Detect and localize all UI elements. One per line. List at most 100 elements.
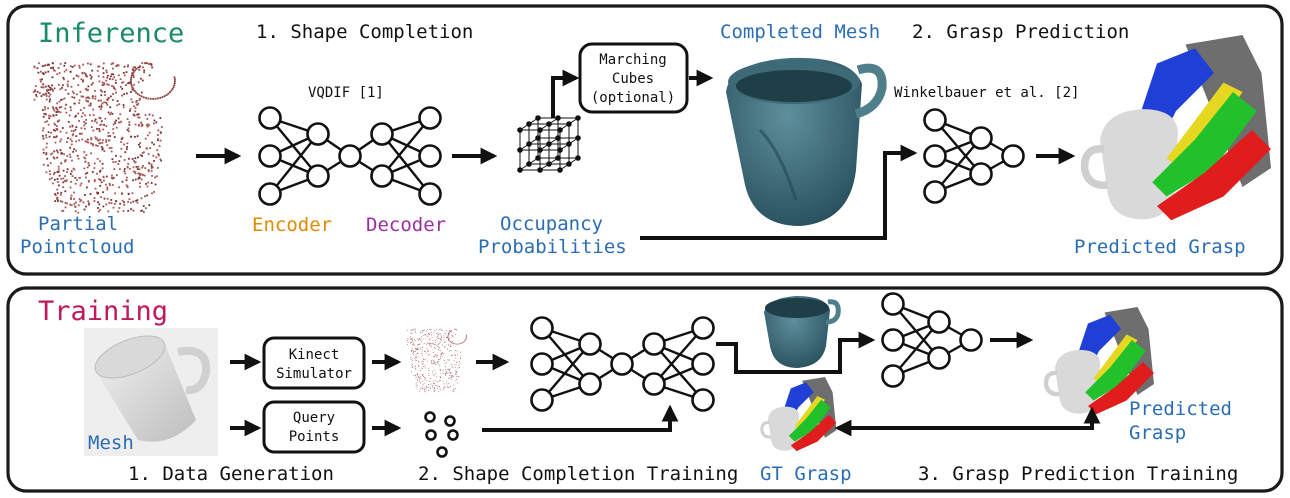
point: [75, 74, 78, 77]
point: [422, 374, 424, 375]
training-predicted-line2: Grasp: [1129, 422, 1186, 444]
point: [90, 142, 92, 145]
point: [413, 344, 415, 346]
point: [138, 168, 141, 171]
point: [126, 142, 129, 145]
point: [449, 331, 451, 333]
occupancy-label-line1: Occupancy: [500, 213, 603, 235]
point: [140, 121, 143, 124]
point: [131, 192, 134, 195]
point: [132, 166, 135, 169]
point: [417, 337, 419, 339]
point: [100, 120, 103, 123]
point: [57, 165, 60, 168]
point: [60, 106, 63, 108]
decoder-label: Decoder: [366, 214, 446, 236]
point: [104, 94, 106, 96]
point: [87, 85, 90, 88]
point: [112, 128, 115, 130]
point: [441, 355, 443, 357]
point: [432, 381, 434, 383]
point: [78, 139, 80, 142]
point: [139, 154, 142, 156]
point: [167, 92, 170, 95]
point: [67, 137, 69, 140]
point: [429, 378, 431, 379]
point: [430, 360, 432, 361]
point: [440, 356, 441, 358]
point: [125, 84, 127, 86]
grid-point: [546, 121, 552, 127]
point: [54, 136, 57, 139]
point: [117, 74, 120, 77]
point: [449, 350, 450, 352]
point: [79, 109, 82, 111]
point: [78, 119, 80, 122]
point: [141, 62, 144, 64]
point: [420, 374, 422, 376]
point: [426, 348, 428, 350]
point: [106, 76, 109, 79]
point: [422, 388, 423, 389]
point: [452, 375, 454, 377]
point: [109, 184, 111, 187]
point: [420, 389, 421, 391]
point: [426, 386, 428, 388]
point: [66, 155, 69, 157]
point: [154, 176, 156, 179]
point: [415, 347, 416, 349]
point: [45, 153, 48, 156]
point: [147, 170, 150, 173]
point: [84, 74, 87, 77]
point: [95, 137, 98, 140]
point: [138, 172, 140, 175]
point: [434, 347, 436, 348]
point: [52, 66, 55, 69]
point: [157, 97, 159, 100]
point: [63, 70, 66, 73]
point: [117, 210, 119, 213]
point: [450, 341, 452, 343]
point: [138, 66, 141, 69]
point: [123, 74, 126, 77]
point: [434, 374, 436, 376]
point: [33, 65, 36, 68]
point: [139, 185, 141, 188]
point: [454, 328, 456, 330]
point: [437, 381, 439, 383]
point: [44, 64, 47, 67]
point: [159, 139, 162, 142]
point: [83, 151, 86, 153]
point: [415, 383, 417, 385]
point: [42, 127, 45, 130]
point: [44, 112, 47, 115]
point: [422, 385, 424, 387]
point: [138, 69, 141, 71]
point: [122, 81, 125, 84]
network-node: [881, 328, 905, 352]
point: [449, 374, 451, 376]
point: [53, 87, 56, 90]
point: [130, 201, 132, 204]
point: [433, 387, 435, 388]
point: [52, 62, 54, 65]
point: [69, 196, 72, 199]
point: [454, 364, 455, 366]
point: [134, 110, 137, 113]
point: [428, 384, 429, 385]
point: [440, 341, 441, 343]
point: [412, 340, 414, 342]
point: [456, 350, 458, 352]
point: [42, 115, 45, 118]
point: [443, 335, 444, 337]
point: [432, 359, 434, 361]
point: [457, 382, 459, 384]
point: [453, 343, 455, 345]
point: [446, 337, 448, 338]
point: [452, 343, 454, 344]
marching-cubes-box: [578, 42, 689, 114]
point: [148, 74, 151, 77]
point: [417, 344, 419, 346]
point: [412, 339, 414, 341]
point: [419, 376, 421, 377]
